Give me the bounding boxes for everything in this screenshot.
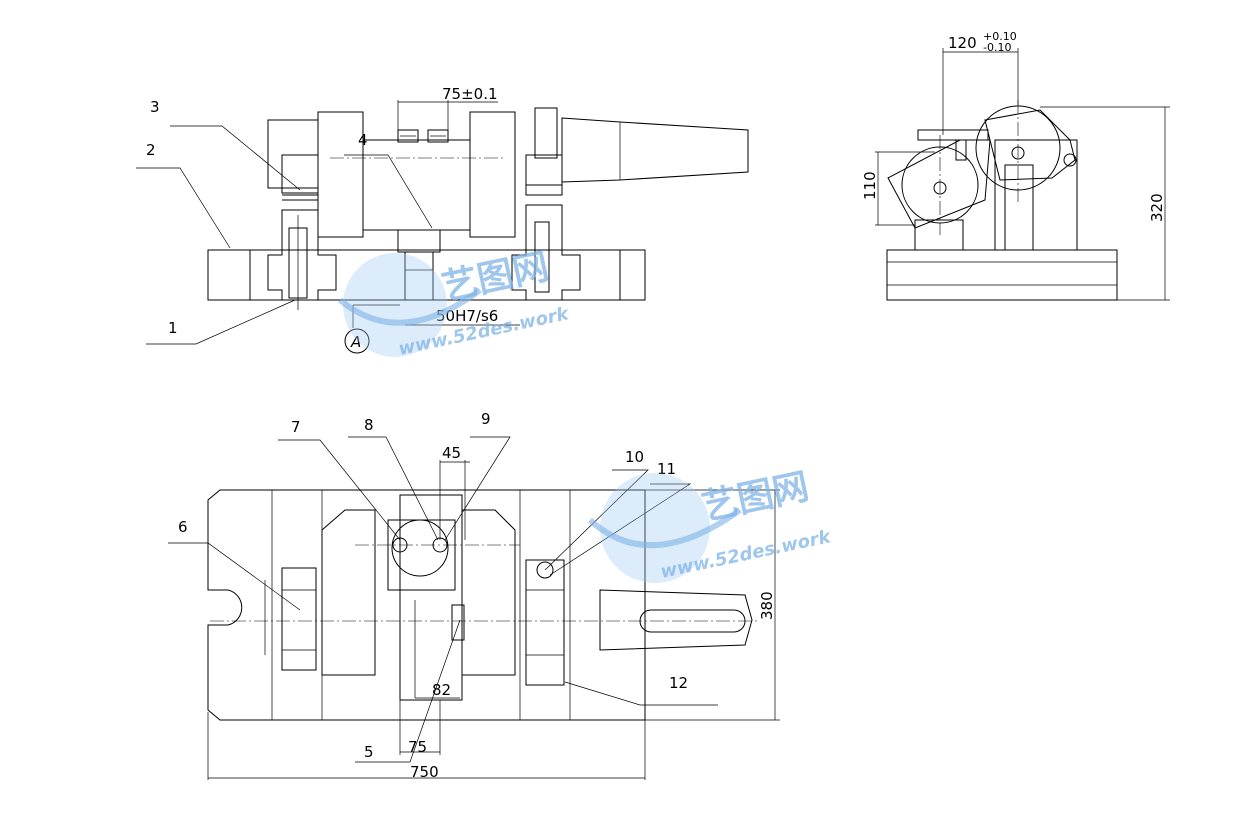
watermark-brand: 艺图网	[438, 246, 552, 309]
section-mark-a: A	[350, 333, 361, 351]
dim-plan-angle: 45	[442, 444, 461, 462]
part-label-10: 10	[625, 448, 644, 466]
watermark-globe-icon	[343, 253, 447, 357]
dim-plan-slot: 75	[408, 738, 427, 756]
watermark-1: 艺图网 www.52des.work	[338, 246, 571, 360]
front-view	[136, 100, 749, 354]
part-label-11: 11	[657, 460, 676, 478]
part-label-6: 6	[178, 518, 188, 536]
dim-plan-length: 750	[410, 763, 439, 781]
dim-top-spacing: 75±0.1	[442, 85, 498, 103]
part-numbers: 1 2 3 4 5 6 7 8 9 10 11 12 A	[146, 98, 688, 761]
watermark-2: 艺图网 www.52des.work	[587, 466, 833, 583]
dim-plan-depth: 380	[758, 591, 776, 620]
dimension-texts: 75±0.1 50H7/s6 120 +0.10 -0.10 110 320 4…	[408, 30, 1166, 781]
side-view	[875, 48, 1170, 301]
part-label-1: 1	[168, 319, 178, 337]
dim-side-height-small: 110	[861, 171, 879, 200]
watermark-brand-2: 艺图网	[698, 466, 812, 529]
plan-view	[168, 436, 780, 780]
dim-side-width: 120	[948, 34, 977, 52]
part-label-12: 12	[669, 674, 688, 692]
dim-side-tol-lower: -0.10	[983, 41, 1011, 54]
dim-side-tol-upper: +0.10	[983, 30, 1017, 43]
part-label-5: 5	[364, 743, 374, 761]
section-a-circle	[344, 328, 370, 354]
part-label-4: 4	[358, 131, 368, 149]
dim-plan-inner: 82	[432, 681, 451, 699]
part-label-7: 7	[291, 418, 301, 436]
part-label-2: 2	[146, 141, 156, 159]
watermark-globe-icon-2	[600, 473, 710, 583]
part-label-9: 9	[481, 410, 491, 428]
dim-side-height-total: 320	[1148, 193, 1166, 222]
part-label-3: 3	[150, 98, 160, 116]
part-label-8: 8	[364, 416, 374, 434]
